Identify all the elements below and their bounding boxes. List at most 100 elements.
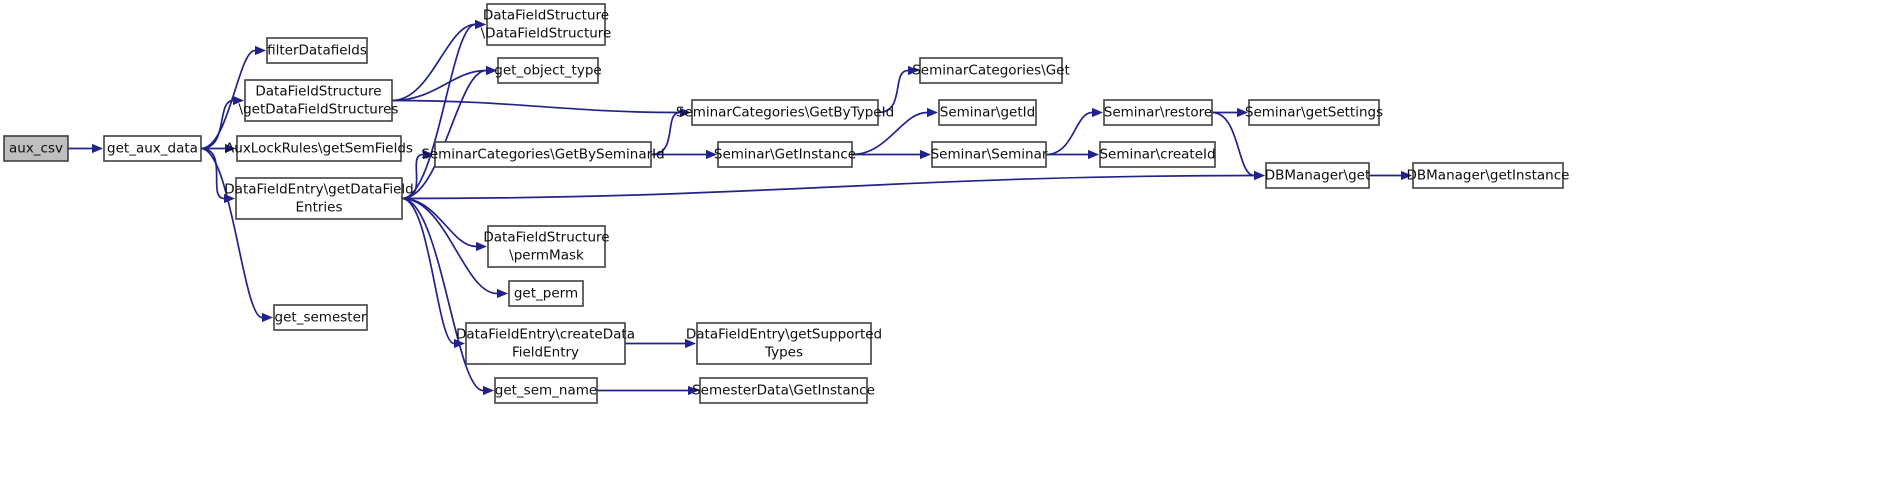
graph-node-dbmanager-get[interactable]: DBManager\get xyxy=(1265,162,1371,189)
edge-arrowhead xyxy=(927,107,938,118)
node-box[interactable] xyxy=(465,322,626,365)
graph-node-semesterdata-getinstance[interactable]: SemesterData\GetInstance xyxy=(692,377,875,404)
graph-node-filterdatafields[interactable]: filterDatafields xyxy=(266,37,368,64)
node-box[interactable] xyxy=(487,225,606,268)
call-edge xyxy=(401,153,424,200)
node-box[interactable] xyxy=(1265,162,1370,189)
node-box[interactable] xyxy=(931,141,1047,168)
graph-node-dbmanager-getinstance[interactable]: DBManager\getInstance xyxy=(1407,162,1570,189)
node-box[interactable] xyxy=(1248,99,1380,126)
call-edge xyxy=(200,147,263,319)
call-edge xyxy=(391,23,476,102)
node-label: Seminar\getId xyxy=(940,105,1035,121)
graph-node-seminar-getinstance[interactable]: Seminar\GetInstance xyxy=(714,141,856,168)
edge-arrowhead xyxy=(706,149,717,160)
node-label: filterDatafields xyxy=(267,43,367,59)
node-box[interactable] xyxy=(717,141,853,168)
node-label: DBManager\getInstance xyxy=(1407,168,1570,184)
node-label: \DataFieldStructure xyxy=(481,26,612,42)
graph-node-seminarcategories-getbyseminarid[interactable]: SeminarCategories\GetBySeminarId xyxy=(421,141,665,168)
graph-node-datafieldstructure-permmask[interactable]: DataFieldStructure \permMask xyxy=(483,225,610,268)
graph-node-seminar-getsettings[interactable]: Seminar\getSettings xyxy=(1245,99,1383,126)
graph-node-get-semester[interactable]: get_semester xyxy=(273,304,368,331)
graph-node-get-sem-name[interactable]: get_sem_name xyxy=(494,377,598,404)
edge-arrowhead xyxy=(255,45,266,56)
graph-node-seminar-createid[interactable]: Seminar\createId xyxy=(1099,141,1216,168)
call-edge xyxy=(200,49,256,150)
call-edge xyxy=(401,197,484,392)
call-edge xyxy=(401,23,476,200)
node-label: Types xyxy=(764,345,803,361)
node-label: DataFieldStructure xyxy=(483,230,609,246)
node-box[interactable] xyxy=(508,280,584,307)
edge-arrowhead xyxy=(476,241,487,252)
edge-arrowhead xyxy=(908,65,919,76)
graph-node-datafieldstructure-getdatafieldstructures[interactable]: DataFieldStructure\getDataFieldStructure… xyxy=(239,79,399,122)
node-box[interactable] xyxy=(699,377,868,404)
node-label: AuxLockRules\getSemFields xyxy=(225,141,413,157)
edge-arrowhead xyxy=(92,143,103,154)
edge-arrowhead xyxy=(486,65,497,76)
node-label: SeminarCategories\GetByTypeId xyxy=(676,105,894,121)
node-label: SeminarCategories\Get xyxy=(912,63,1070,79)
node-label: \permMask xyxy=(509,248,584,264)
edge-arrowhead xyxy=(1254,170,1265,181)
node-box[interactable] xyxy=(1412,162,1564,189)
node-label: get_sem_name xyxy=(495,383,597,399)
edge-arrowhead xyxy=(685,338,696,349)
node-label: DataFieldStructure xyxy=(483,8,609,24)
node-box[interactable] xyxy=(103,135,202,162)
graph-node-seminarcategories-getbytypeid[interactable]: SeminarCategories\GetByTypeId xyxy=(676,99,894,126)
graph-node-auxlockrules-getsemfields[interactable]: AuxLockRules\getSemFields xyxy=(225,135,413,162)
edge-arrowhead xyxy=(233,95,244,106)
graph-node-seminar-restore[interactable]: Seminar\restore xyxy=(1103,99,1213,126)
node-box[interactable] xyxy=(1103,99,1213,126)
node-box[interactable] xyxy=(1099,141,1216,168)
node-box[interactable] xyxy=(696,322,872,365)
node-box[interactable] xyxy=(919,57,1063,84)
graph-node-get-perm[interactable]: get_perm xyxy=(508,280,584,307)
node-box[interactable] xyxy=(244,79,393,122)
graph-node-datafieldstructure-datafieldstructure[interactable]: DataFieldStructure \DataFieldStructure xyxy=(481,3,612,46)
node-box[interactable] xyxy=(486,3,606,46)
graph-node-get-aux-data[interactable]: get_aux_data xyxy=(103,135,202,162)
call-edge xyxy=(851,111,928,156)
node-box[interactable] xyxy=(273,304,368,331)
call-edge xyxy=(650,111,681,156)
node-label: get_perm xyxy=(514,286,578,302)
graph-node-aux-csv[interactable]: aux_csv xyxy=(3,135,69,162)
node-label: Seminar\Seminar xyxy=(931,147,1048,163)
graph-node-seminar-getid[interactable]: Seminar\getId xyxy=(938,99,1037,126)
edge-arrowhead xyxy=(262,312,273,323)
node-box[interactable] xyxy=(938,99,1037,126)
edge-arrowhead xyxy=(483,385,494,396)
call-edge xyxy=(200,99,234,150)
node-box[interactable] xyxy=(235,177,403,220)
node-label: DBManager\get xyxy=(1265,168,1371,184)
node-box[interactable] xyxy=(236,135,402,162)
edge-arrowhead xyxy=(1237,107,1248,118)
node-box[interactable] xyxy=(434,141,652,168)
node-label: DataFieldStructure xyxy=(255,84,381,100)
node-label: DataFieldEntry\getSupported xyxy=(686,327,882,343)
graph-node-seminarcategories-get[interactable]: SeminarCategories\Get xyxy=(912,57,1070,84)
node-box[interactable] xyxy=(494,377,598,404)
node-box[interactable] xyxy=(3,135,69,162)
call-edge xyxy=(1045,111,1093,156)
edge-arrowhead xyxy=(920,149,931,160)
graph-node-seminar-seminar[interactable]: Seminar\Seminar xyxy=(931,141,1048,168)
node-box[interactable] xyxy=(497,57,599,84)
graph-node-get-object-type[interactable]: get_object_type xyxy=(494,57,602,84)
node-label: FieldEntry xyxy=(512,345,579,361)
edge-arrowhead xyxy=(680,107,691,118)
edge-arrowhead xyxy=(225,143,236,154)
node-label: aux_csv xyxy=(9,141,63,157)
node-box[interactable] xyxy=(266,37,368,64)
node-box[interactable] xyxy=(691,99,879,126)
